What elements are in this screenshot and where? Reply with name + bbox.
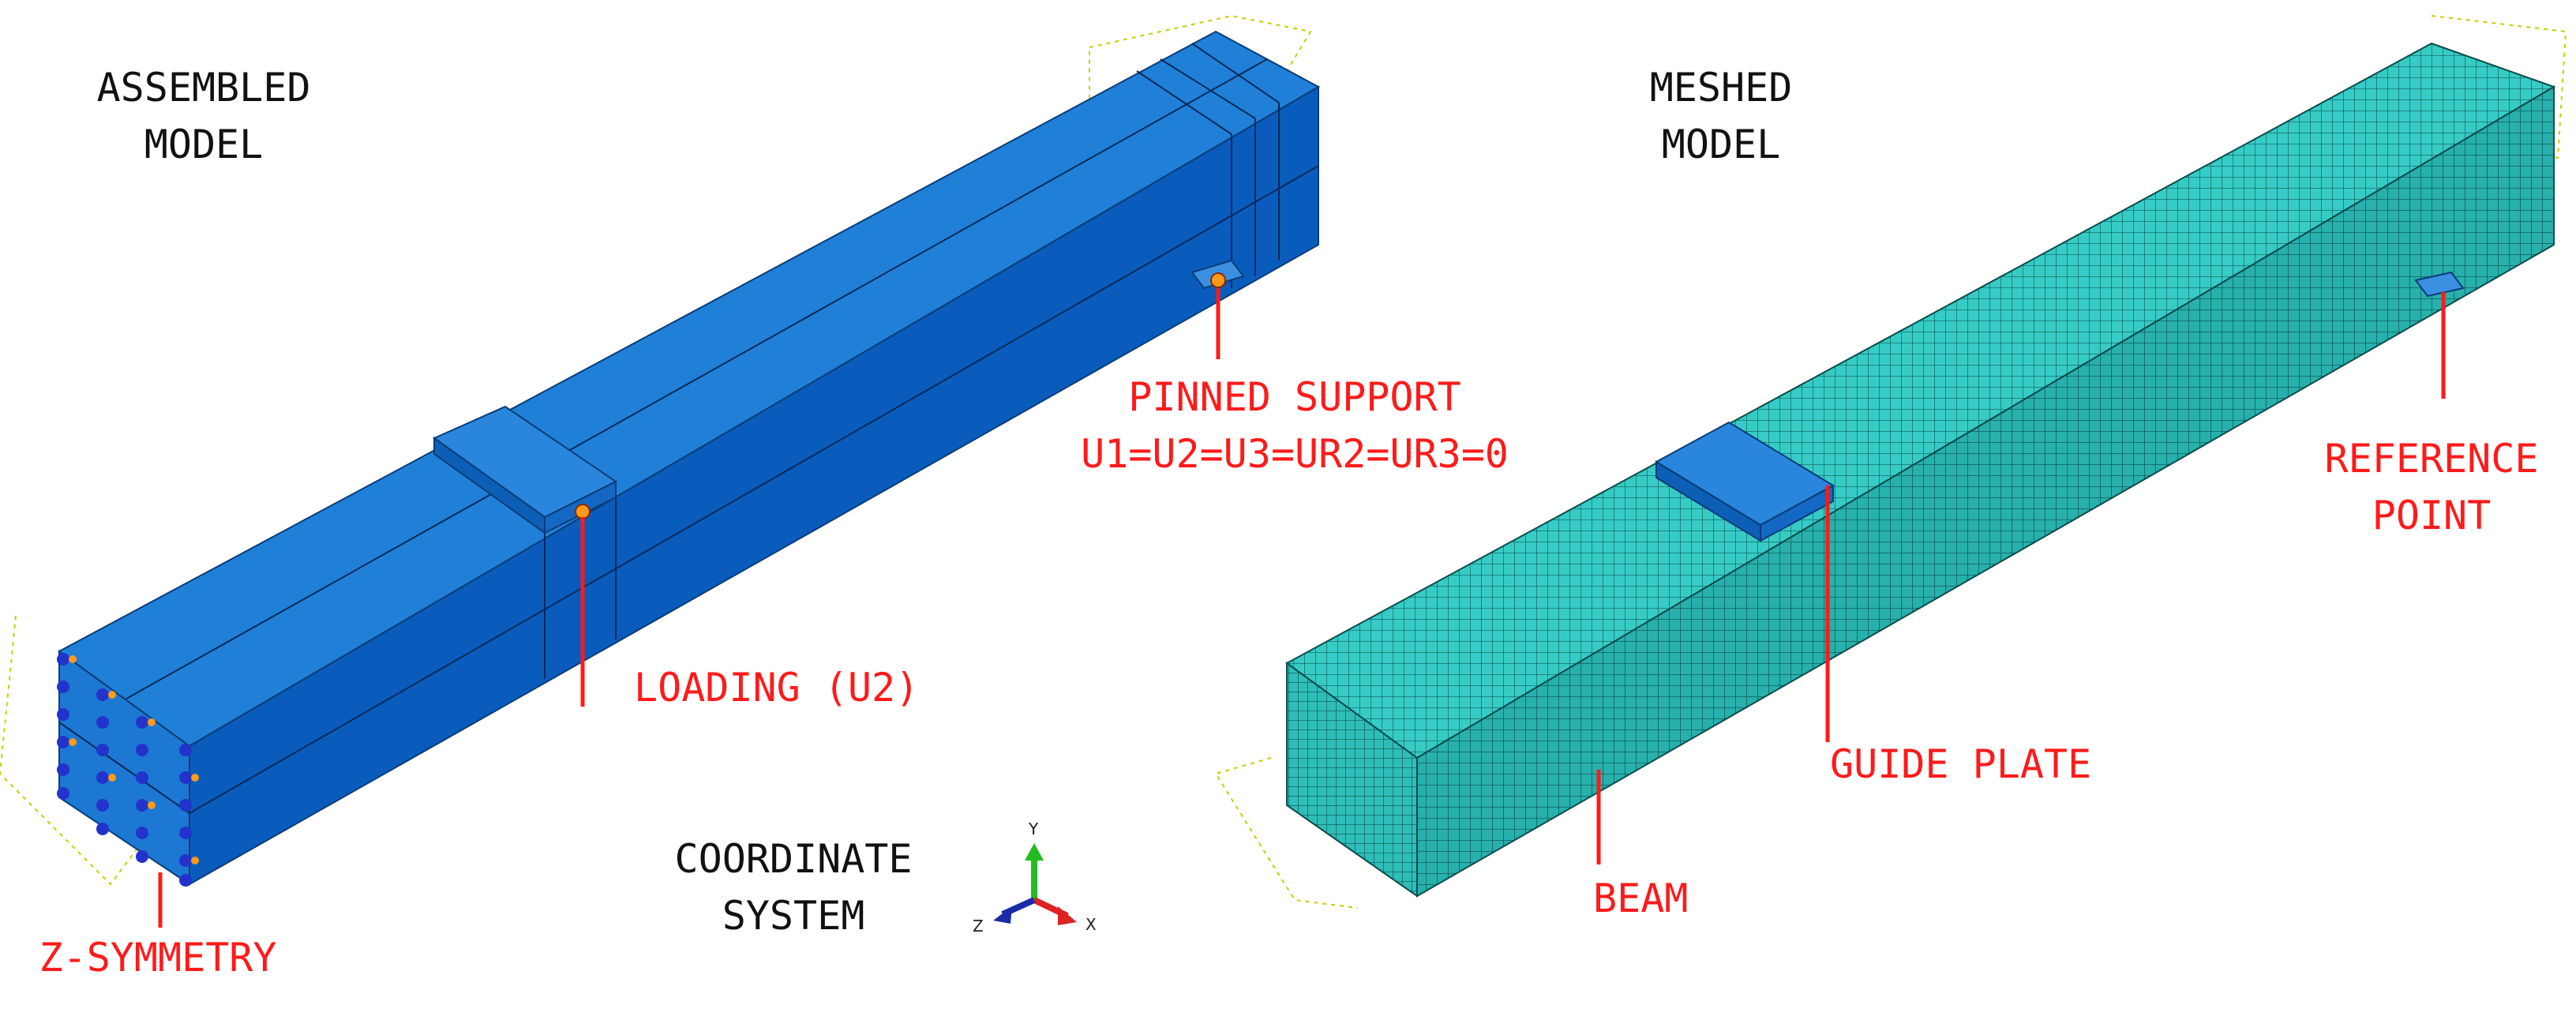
pinned-support-label: PINNED SUPPORT [1128, 374, 1460, 420]
beam-label: BEAM [1593, 876, 1688, 921]
meshed-title-line1: MESHED [1650, 65, 1793, 111]
pinned-support-condition: U1=U2=U3=UR2=UR3=0 [1081, 431, 1509, 477]
axis-z-label: Z [973, 917, 984, 936]
assembled-model [0, 14, 1321, 887]
beam-front-face [189, 85, 1319, 886]
z-symmetry-label: Z-SYMMETRY [39, 935, 276, 981]
z-axis-head [993, 906, 1012, 924]
coordinate-title-line1: COORDINATE [674, 836, 912, 882]
reference-point-label-line2: POINT [2372, 493, 2492, 538]
loading-label: LOADING (U2) [634, 665, 919, 711]
mesh-beam-top-face [1285, 42, 2556, 759]
axis-x-label: X [1086, 915, 1097, 934]
mesh-guide-plate [1654, 421, 1835, 542]
axis-y-label: Y [1028, 819, 1039, 838]
z-symmetry-markers [57, 653, 199, 887]
partition-lines [58, 43, 1319, 814]
assembled-title-line1: ASSEMBLED [97, 65, 311, 111]
meshed-model [1214, 15, 2567, 909]
meshed-leader-lines [1596, 292, 2446, 864]
support-marker [1210, 272, 1226, 288]
guide-plate-label: GUIDE PLATE [1830, 741, 2091, 787]
coordinate-title-line2: SYSTEM [722, 893, 865, 939]
x-axis-head [1058, 906, 1077, 925]
mesh-beam-end-face [1286, 662, 1418, 898]
axis-triad: Y X Z [973, 819, 1097, 936]
assembled-leader-lines [158, 288, 1221, 928]
loading-marker [575, 504, 591, 519]
reference-point-label-line1: REFERENCE [2325, 436, 2539, 482]
y-axis-head [1025, 843, 1044, 861]
assembled-title-line2: MODEL [144, 122, 264, 167]
meshed-title-line2: MODEL [1662, 122, 1781, 167]
mesh-support-plate [2414, 271, 2465, 298]
